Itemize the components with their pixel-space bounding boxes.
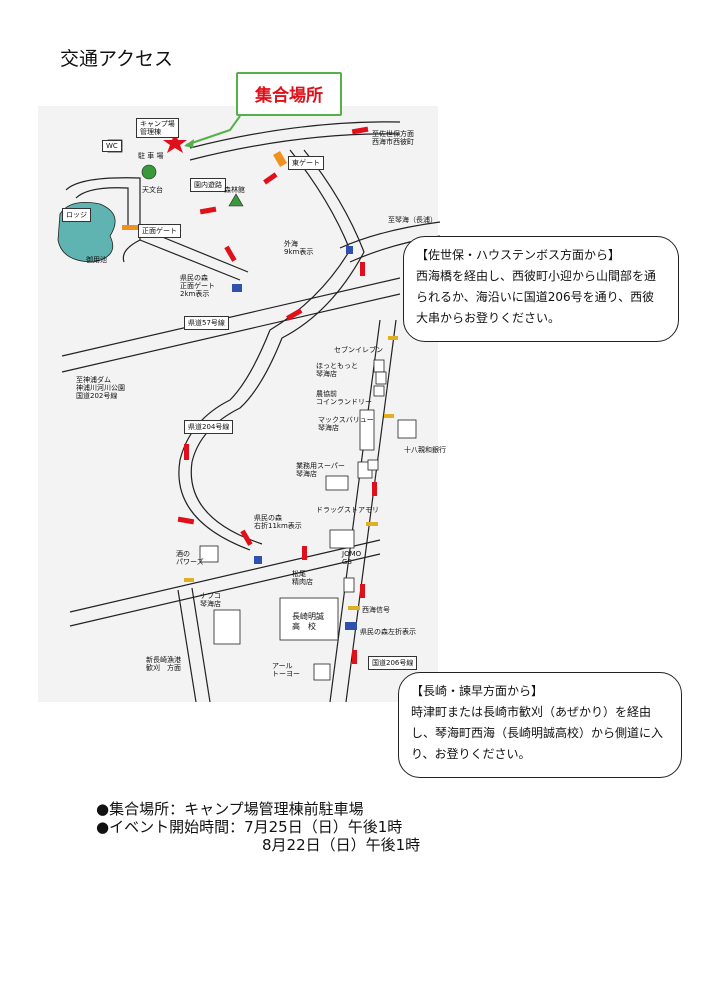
sasebo-access-title: 【佐世保・ハウステンボス方面から】 [416, 248, 621, 262]
shin-nagasaki-port-label: 新長崎漁港 歓刈 方面 [146, 656, 181, 672]
wc-label: WC [102, 140, 122, 152]
to-kotoumi-label: 至琴海（長浦） [388, 216, 437, 224]
east-gate-label: 東ゲート [288, 156, 324, 170]
alltoyo-label: アール トーヨー [272, 662, 300, 678]
kenmin-left-label: 県民の森左折表示 [360, 628, 416, 636]
sign-kenmin-right [254, 556, 262, 564]
kenmin-right-label: 県民の森 右折11km表示 [254, 514, 302, 530]
drugstore-label: ドラッグストアモリ [316, 506, 379, 514]
start-time-line: ●イベント開始時間：7月25日（日）午後1時 [96, 818, 403, 836]
hottomotto-label: ほっともっと 琴海店 [316, 362, 358, 378]
start-time-second-line: 8月22日（日）午後1時 [262, 836, 421, 854]
traffic-signals [184, 336, 398, 610]
meeting-point-star [163, 132, 187, 153]
sign-kenmin-left [345, 622, 357, 630]
kenmin-gate-label: 県民の森 正面ゲート 2km表示 [180, 274, 215, 298]
observatory-label: 天文台 [142, 186, 163, 194]
sasebo-access-body: 西海橋を経由し、西彼町小迎から山間部を通られるか、海沿いに国道206号を通り、西… [416, 269, 657, 325]
route-arrows [177, 126, 377, 664]
page-title: 交通アクセス [60, 48, 174, 70]
laundry-label: 農協前 コインランドリー [316, 390, 372, 406]
seven-eleven-label: セブンイレブン [334, 346, 383, 354]
east-gate-marker [273, 150, 287, 168]
gyomu-super-label: 業務用スーパー 琴海店 [296, 462, 345, 478]
route204-label: 県道204号線 [184, 420, 234, 434]
parking-label: 駐 車 場 [138, 152, 164, 160]
sasebo-access-box: 【佐世保・ハウステンボス方面から】 西海橋を経由し、西彼町小迎から山間部を通られ… [403, 236, 679, 342]
maxvalu-label: マックスバリュー 琴海店 [318, 416, 374, 432]
meisei-school-label: 長崎明誠 高 校 [292, 612, 324, 631]
park-path-label: 園内遊路 [190, 178, 226, 192]
route57-label: 県道57号線 [184, 316, 229, 330]
matsuo-label: 松尾 精肉店 [292, 570, 313, 586]
camp-office-label: キャンプ場 管理棟 [136, 118, 179, 138]
lodge-label: ロッジ [62, 208, 91, 222]
nafco-label: ナフコ 琴海店 [200, 592, 221, 608]
jomo-label: JOMO GS [342, 550, 362, 566]
meeting-place-callout: 集合場所 [236, 72, 342, 116]
nagasaki-access-body: 時津町または長崎市歓刈（あぜかり）を経由し、琴海町西海（長崎明誠高校）から側道に… [411, 705, 664, 761]
nagasaki-access-box: 【長崎・諫早方面から】 時津町または長崎市歓刈（あぜかり）を経由し、琴海町西海（… [398, 672, 682, 778]
observatory-marker [141, 164, 157, 180]
callout-pointer [185, 115, 241, 146]
pond-label: 御用池 [86, 256, 107, 264]
sake-powers-label: 酒の パワーズ [176, 550, 204, 566]
to-sasebo-label: 至佐世保方面 西海市西彼町 [372, 130, 414, 146]
meeting-place-line: ●集合場所：キャンプ場管理棟前駐車場 [96, 800, 364, 818]
saikai-signal-label: 西海信号 [362, 606, 390, 614]
sotomi-label: 外海 9km表示 [284, 240, 314, 256]
nagasaki-access-title: 【長崎・諫早方面から】 [411, 684, 544, 698]
main-gate-label: 正面ゲート [138, 224, 181, 238]
forest-hall-label: 森林館 [224, 186, 245, 194]
main-gate-marker [122, 225, 138, 230]
shinkamiura-dam-label: 至神浦ダム 神浦川河川公園 国道202号線 [76, 376, 125, 400]
route206-label: 国道206号線 [368, 656, 418, 670]
juhachi-bank-label: 十八親和銀行 [404, 446, 446, 454]
sign-sotomi [346, 246, 353, 254]
forest-hall-marker [228, 193, 244, 207]
event-info: ●集合場所：キャンプ場管理棟前駐車場 ●イベント開始時間：7月25日（日）午後1… [96, 800, 420, 854]
sign-kenmin-gate [232, 284, 242, 292]
